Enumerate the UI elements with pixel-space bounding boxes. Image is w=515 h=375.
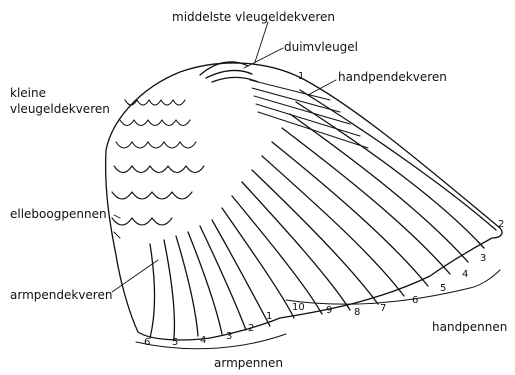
label-elleboogpennen: elleboogpennen — [10, 207, 107, 221]
arm-number: 3 — [226, 332, 232, 342]
label-duimvleugel: duimvleugel — [284, 40, 358, 54]
label-middelste-vleugeldekveren: middelste vleugeldekveren — [172, 10, 335, 24]
arm-number: 6 — [144, 338, 150, 348]
label-armpennen: armpennen — [214, 356, 283, 370]
hand-number-top: 1 — [298, 72, 304, 82]
primary-feathers — [222, 90, 496, 318]
hand-number: 6 — [412, 296, 418, 306]
hand-number: 3 — [480, 254, 486, 264]
arm-number: 1 — [266, 312, 272, 322]
hand-number: 10 — [292, 303, 305, 313]
hand-number: 8 — [354, 308, 360, 318]
hand-number-tip: 2 — [498, 220, 504, 230]
hand-number: 4 — [462, 270, 468, 280]
hand-number: 7 — [380, 304, 386, 314]
label-handpennen: handpennen — [432, 320, 507, 334]
label-kleine: kleine — [10, 86, 46, 100]
label-vleugeldekveren: vleugeldekveren — [10, 102, 110, 116]
label-armpendekveren: armpendekveren — [10, 288, 112, 302]
covert-scales — [112, 100, 204, 225]
armpennen-bracket — [136, 334, 286, 349]
arm-number: 2 — [248, 324, 254, 334]
arm-number: 4 — [200, 336, 206, 346]
secondary-feathers — [150, 220, 270, 338]
label-handpendekveren: handpendekveren — [338, 70, 447, 84]
hand-number: 9 — [326, 306, 332, 316]
arm-number: 5 — [172, 338, 178, 348]
hand-number: 5 — [440, 284, 446, 294]
